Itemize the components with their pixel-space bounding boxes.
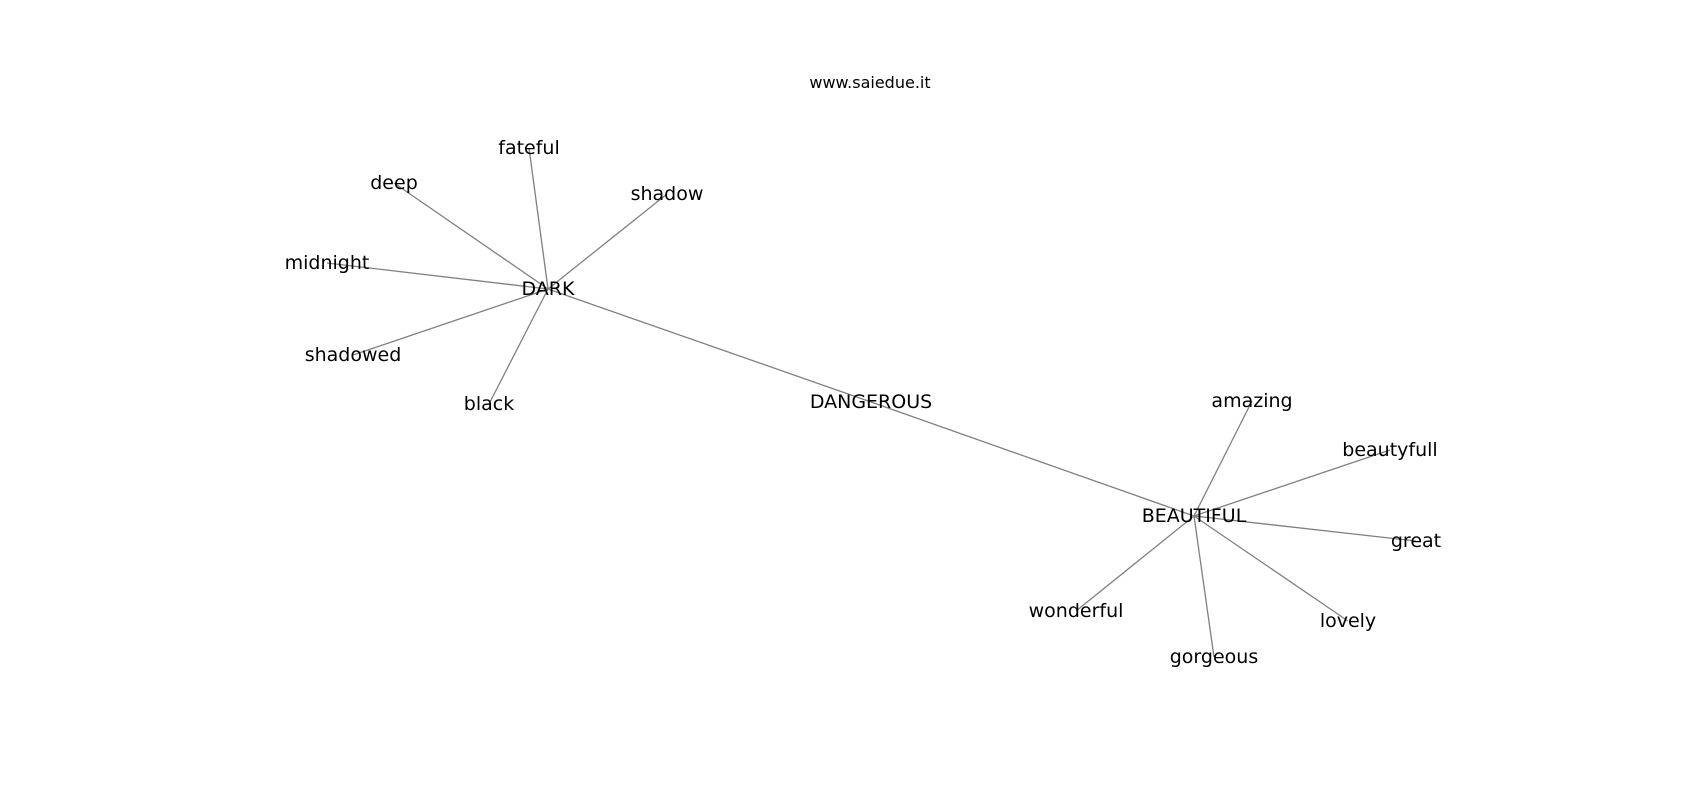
edge-dark-midnight [326, 262, 549, 290]
edge-dangerous-beautiful [870, 401, 1195, 517]
node-fateful: fateful [498, 137, 559, 159]
node-wonderful: wonderful [1029, 600, 1124, 622]
nodes-layer: DARK DANGEROUS BEAUTIFUL fateful deep shadow m… [285, 137, 1441, 668]
edge-dark-shadowed [352, 288, 549, 356]
node-amazing: amazing [1211, 390, 1292, 412]
edge-dark-shadow [547, 193, 668, 290]
node-deep: deep [370, 172, 418, 194]
edge-dark-black [488, 288, 549, 405]
node-shadow: shadow [631, 183, 704, 205]
node-beautyfull: beautyfull [1342, 439, 1437, 461]
node-great: great [1391, 530, 1441, 552]
node-black: black [464, 393, 514, 415]
edge-dark-dangerous [547, 288, 872, 403]
edge-beautiful-lovely [1193, 515, 1349, 622]
edge-beautiful-beautyfull [1193, 449, 1391, 517]
node-midnight: midnight [285, 252, 370, 274]
edge-dark-deep [393, 182, 549, 290]
node-dark: DARK [522, 278, 575, 300]
edges-layer [326, 147, 1417, 658]
edge-dark-fateful [528, 147, 549, 290]
node-shadowed: shadowed [305, 344, 402, 366]
node-beautiful: BEAUTIFUL [1142, 505, 1247, 527]
node-gorgeous: gorgeous [1170, 646, 1258, 668]
edge-beautiful-great [1193, 515, 1417, 542]
node-lovely: lovely [1320, 610, 1376, 632]
node-dangerous: DANGEROUS [810, 391, 932, 413]
edge-beautiful-wonderful [1075, 515, 1195, 612]
edge-beautiful-gorgeous [1193, 515, 1215, 658]
edge-beautiful-amazing [1193, 400, 1253, 517]
site-watermark: www.saiedue.it [809, 73, 930, 92]
